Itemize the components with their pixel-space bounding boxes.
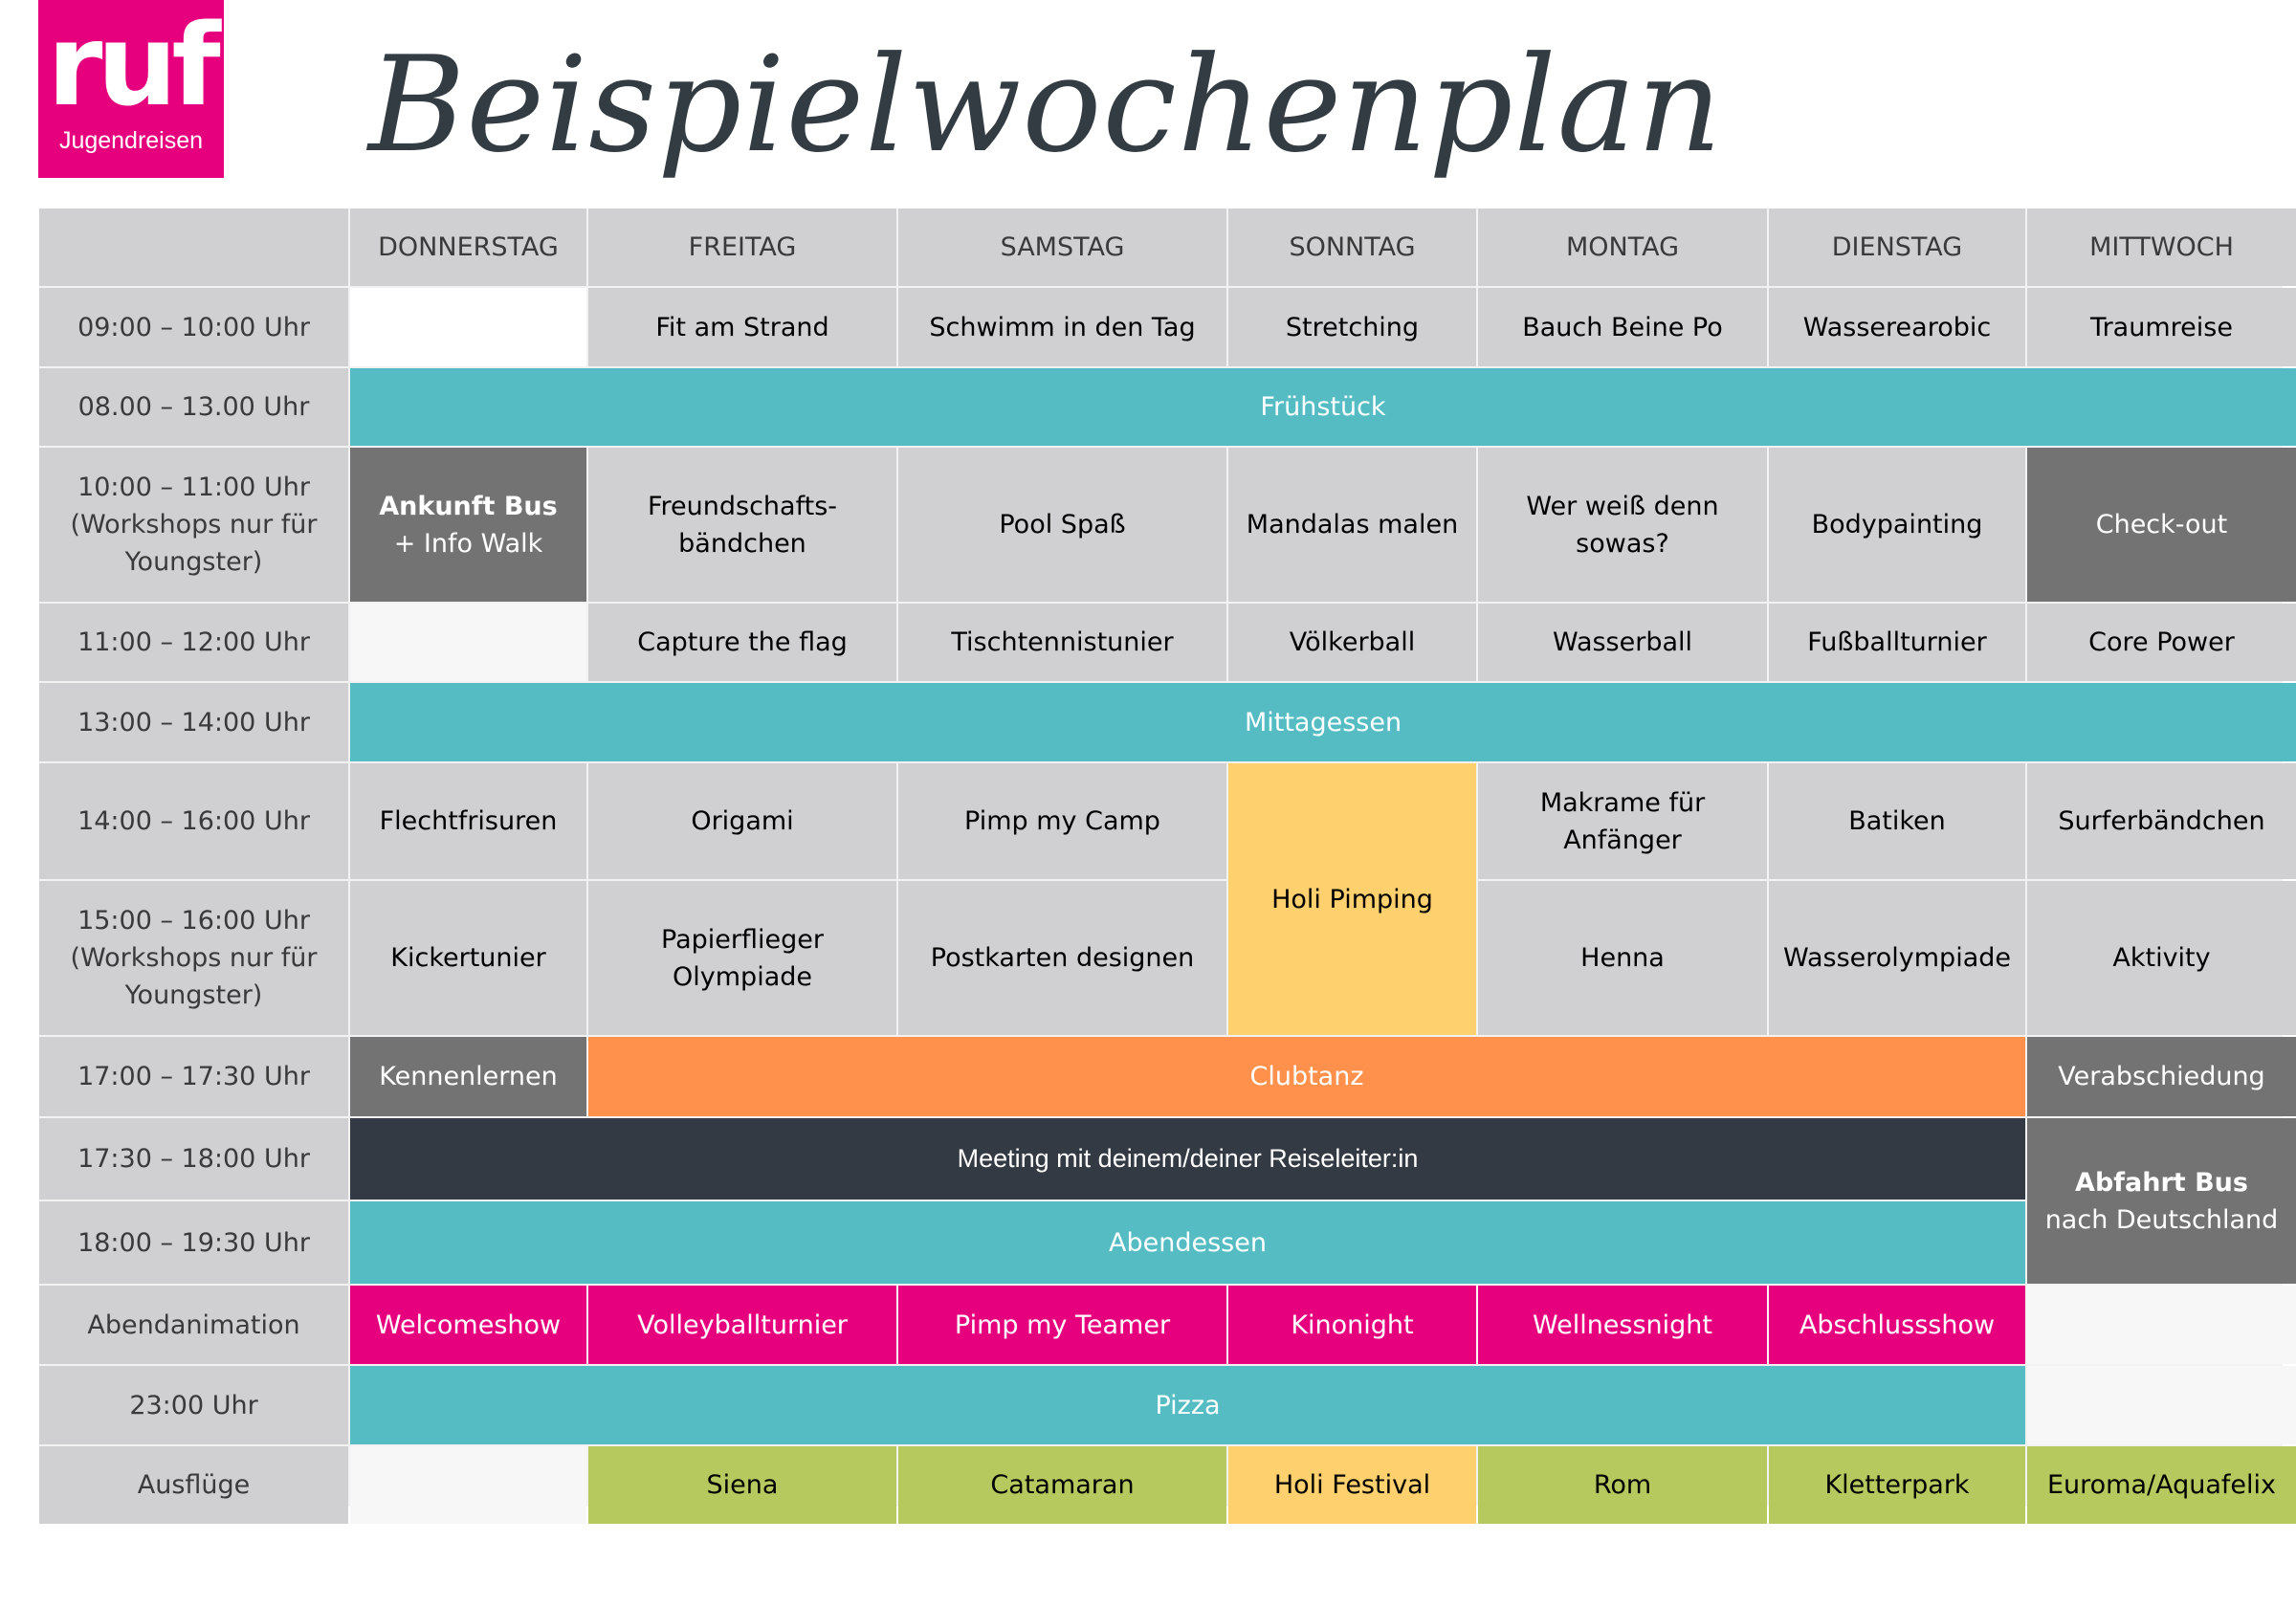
logo-subtitle: Jugendreisen	[58, 127, 204, 154]
activity-cell: Schwimm in den Tag	[898, 288, 1226, 366]
time-label: 18:00 – 19:30 Uhr	[39, 1201, 348, 1284]
day-header-monday: MONTAG	[1478, 209, 1767, 286]
activity-cell: Pool Spaß	[898, 448, 1226, 602]
time-label: 23:00 Uhr	[39, 1366, 348, 1444]
brand-logo: ruf Jugendreisen	[38, 0, 224, 178]
day-header-saturday: SAMSTAG	[898, 209, 1226, 286]
excursion-cell: Euroma/Aquafelix	[2027, 1446, 2296, 1524]
evening-cell: Volleyballturnier	[588, 1286, 896, 1364]
evening-cell: Wellnessnight	[1478, 1286, 1767, 1364]
activity-cell: Bodypainting	[1769, 448, 2025, 602]
activity-cell: Capture the flag	[588, 604, 896, 681]
evening-cell: Abschlussshow	[1769, 1286, 2025, 1364]
time-label: 13:00 – 14:00 Uhr	[39, 683, 348, 761]
excursion-cell: Kletterpark	[1769, 1446, 2025, 1524]
activity-cell: Tischtennistunier	[898, 604, 1226, 681]
time-label: Abendanimation	[39, 1286, 348, 1364]
holi-pimping-cell: Holi Pimping	[1228, 763, 1476, 1035]
excursion-cell: Catamaran	[898, 1446, 1226, 1524]
activity-cell: Postkarten designen	[898, 881, 1226, 1035]
excursion-cell: Holi Festival	[1228, 1446, 1476, 1524]
departure-detail: nach Deutschland	[2044, 1204, 2279, 1235]
verabschiedung-cell: Verabschiedung	[2027, 1037, 2296, 1116]
logo-mark: ruf	[47, 0, 221, 131]
day-header-wednesday: MITTWOCH	[2027, 209, 2296, 286]
day-header-sunday: SONNTAG	[1228, 209, 1476, 286]
header-corner	[39, 209, 348, 286]
time-label: 17:30 – 18:00 Uhr	[39, 1118, 348, 1200]
schedule-table: DONNERSTAG FREITAG SAMSTAG SONNTAG MONTA…	[39, 209, 2296, 1524]
excursion-cell: Siena	[588, 1446, 896, 1524]
meeting-band: Meeting mit deinem/deiner Reiseleiter:in	[350, 1118, 2025, 1200]
activity-cell: Wasserolympiade	[1769, 881, 2025, 1035]
activity-cell: Henna	[1478, 881, 1767, 1035]
activity-cell: Völkerball	[1228, 604, 1476, 681]
day-header-thursday: DONNERSTAG	[350, 209, 586, 286]
arrival-cell: Ankunft Bus + Info Walk	[350, 448, 586, 602]
time-label: 17:00 – 17:30 Uhr	[39, 1037, 348, 1116]
page-title: Beispielwochenplan	[368, 28, 1723, 182]
activity-cell: Wasserearobic	[1769, 288, 2025, 366]
kennenlernen-cell: Kennenlernen	[350, 1037, 586, 1116]
lunch-band: Mittagessen	[350, 683, 2296, 761]
dinner-band: Abendessen	[350, 1201, 2025, 1284]
activity-cell: Origami	[588, 763, 896, 879]
time-label: 14:00 – 16:00 Uhr	[39, 763, 348, 879]
activity-cell: Traumreise	[2027, 288, 2296, 366]
activity-cell: Wer weiß denn sowas?	[1478, 448, 1767, 602]
empty-cell	[2027, 1366, 2296, 1444]
activity-cell: Fußballturnier	[1769, 604, 2025, 681]
activity-cell: Wasserball	[1478, 604, 1767, 681]
evening-cell: Kinonight	[1228, 1286, 1476, 1364]
activity-cell: Kickertunier	[350, 881, 586, 1035]
activity-cell: Makrame für Anfänger	[1478, 763, 1767, 879]
time-label: 15:00 – 16:00 Uhr (Workshops nur für You…	[39, 881, 348, 1035]
activity-cell: Surferbändchen	[2027, 763, 2296, 879]
time-label: 11:00 – 12:00 Uhr	[39, 604, 348, 681]
activity-cell: Papierflieger Olympiade	[588, 881, 896, 1035]
arrival-title: Ankunft Bus	[379, 491, 558, 521]
activity-cell: Bauch Beine Po	[1478, 288, 1767, 366]
activity-cell: Pimp my Camp	[898, 763, 1226, 879]
departure-title: Abfahrt Bus	[2075, 1167, 2248, 1198]
checkout-cell: Check-out	[2027, 448, 2296, 602]
departure-cell: Abfahrt Bus nach Deutschland	[2027, 1118, 2296, 1284]
activity-cell: Batiken	[1769, 763, 2025, 879]
activity-cell: Core Power	[2027, 604, 2296, 681]
time-label: 10:00 – 11:00 Uhr (Workshops nur für You…	[39, 448, 348, 602]
activity-cell: Fit am Strand	[588, 288, 896, 366]
clubtanz-band: Clubtanz	[588, 1037, 2025, 1116]
activity-cell: Aktivity	[2027, 881, 2296, 1035]
time-label: Ausflüge	[39, 1446, 348, 1524]
activity-cell: Stretching	[1228, 288, 1476, 366]
empty-cell	[350, 1446, 586, 1524]
time-label: 09:00 – 10:00 Uhr	[39, 288, 348, 366]
breakfast-band: Frühstück	[350, 368, 2296, 446]
time-label: 08.00 – 13.00 Uhr	[39, 368, 348, 446]
activity-cell: Flechtfrisuren	[350, 763, 586, 879]
day-header-tuesday: DIENSTAG	[1769, 209, 2025, 286]
evening-cell: Pimp my Teamer	[898, 1286, 1226, 1364]
activity-cell: Freundschafts- bändchen	[588, 448, 896, 602]
excursion-cell: Rom	[1478, 1446, 1767, 1524]
evening-cell: Welcomeshow	[350, 1286, 586, 1364]
pizza-band: Pizza	[350, 1366, 2025, 1444]
activity-cell: Mandalas malen	[1228, 448, 1476, 602]
arrival-detail: + Info Walk	[393, 528, 543, 559]
empty-cell	[350, 604, 586, 681]
day-header-friday: FREITAG	[588, 209, 896, 286]
empty-cell	[2027, 1286, 2296, 1364]
empty-cell	[350, 288, 586, 366]
